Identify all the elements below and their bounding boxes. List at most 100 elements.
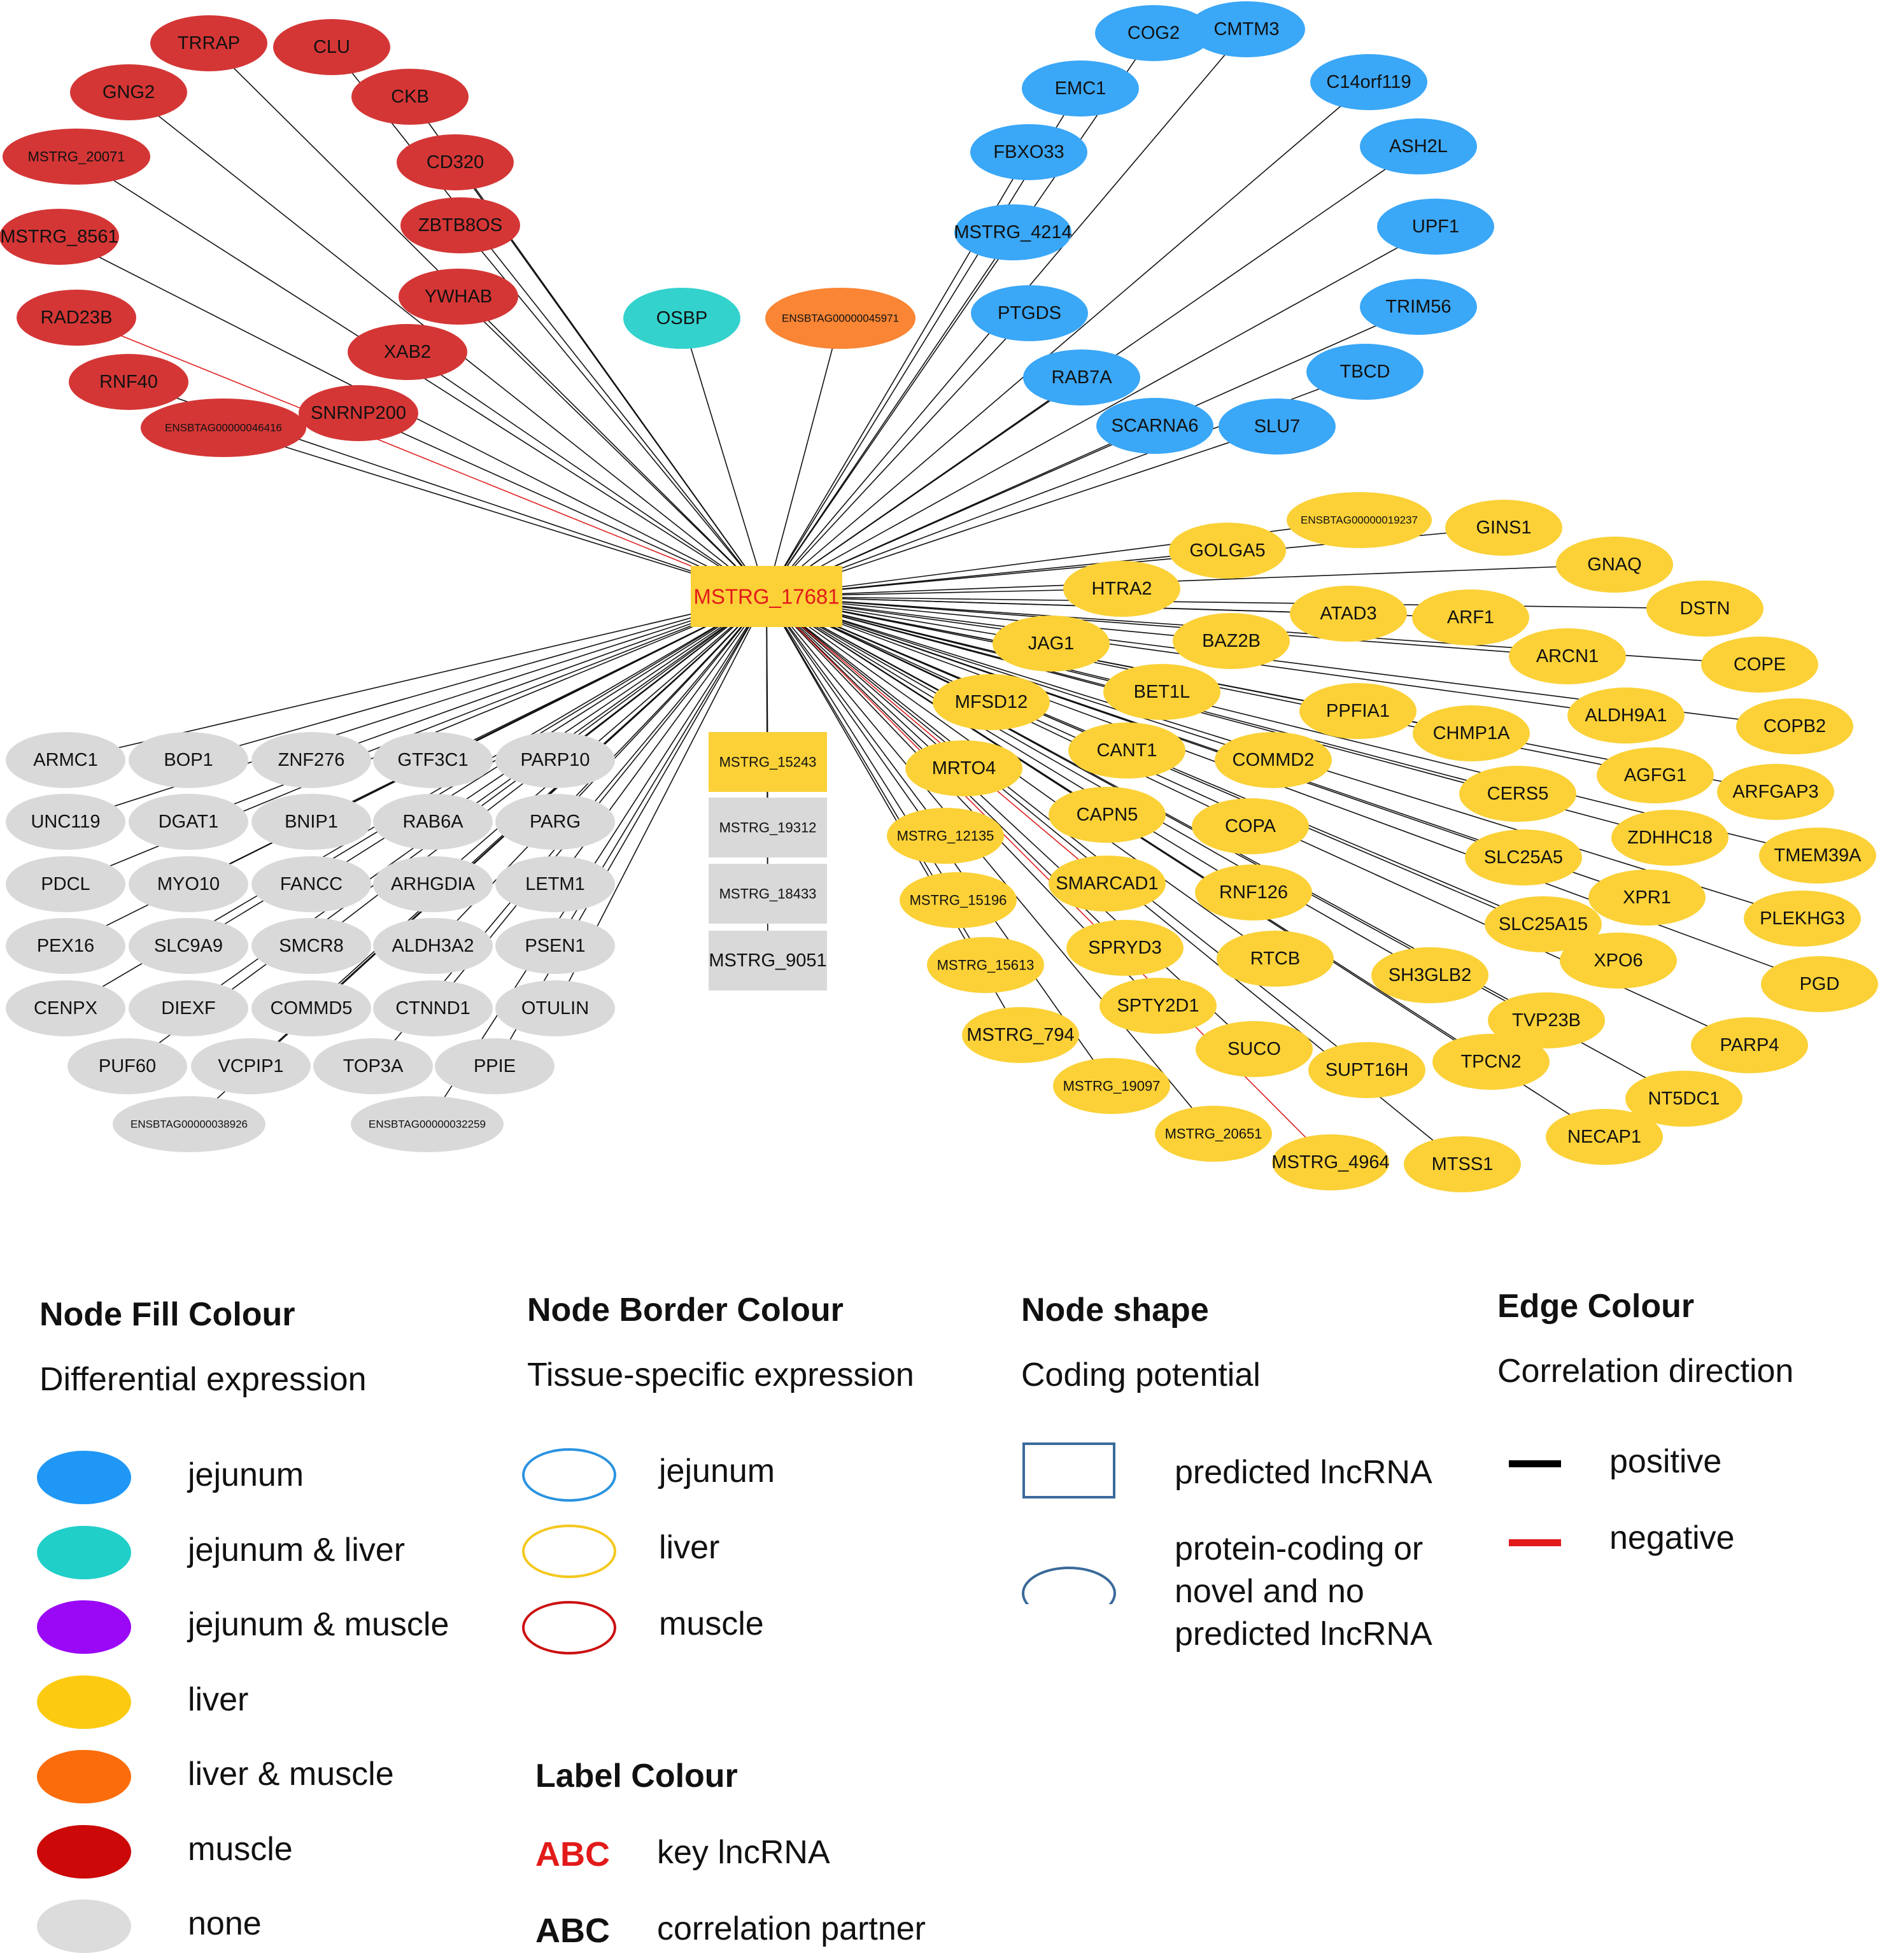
node-mstrg-9051[interactable]: MSTRG_9051 [709, 931, 827, 991]
node-bet1l[interactable]: BET1L [1103, 664, 1220, 720]
node-ensbtag00000038926[interactable]: ENSBTAG00000038926 [113, 1096, 265, 1152]
node-spryd3[interactable]: SPRYD3 [1066, 920, 1184, 976]
node-ppie[interactable]: PPIE [435, 1038, 555, 1094]
node-tbcd[interactable]: TBCD [1306, 344, 1424, 400]
node-bnip1[interactable]: BNIP1 [251, 794, 371, 850]
node-cd320[interactable]: CD320 [397, 134, 514, 190]
node-tvp23b[interactable]: TVP23B [1488, 992, 1605, 1048]
node-aldh9a1[interactable]: ALDH9A1 [1567, 687, 1685, 744]
node-mstrg-20071[interactable]: MSTRG_20071 [3, 129, 150, 185]
node-copb2[interactable]: COPB2 [1736, 698, 1853, 754]
node-scarna6[interactable]: SCARNA6 [1096, 398, 1213, 454]
node-zbtb8os[interactable]: ZBTB8OS [400, 197, 520, 253]
node-parp10[interactable]: PARP10 [495, 732, 615, 788]
node-mstrg-19097[interactable]: MSTRG_19097 [1053, 1058, 1170, 1114]
node-rnf40[interactable]: RNF40 [69, 354, 188, 410]
node-key-lncrna[interactable]: MSTRG_17681 [691, 566, 842, 627]
node-parp4[interactable]: PARP4 [1691, 1017, 1808, 1073]
node-ensbtag00000032259[interactable]: ENSBTAG00000032259 [351, 1096, 504, 1152]
node-clu[interactable]: CLU [273, 19, 390, 75]
node-ensbtag00000046416[interactable]: ENSBTAG00000046416 [141, 398, 306, 457]
node-cope[interactable]: COPE [1701, 637, 1818, 693]
node-trrap[interactable]: TRRAP [150, 15, 267, 71]
node-puf60[interactable]: PUF60 [67, 1038, 187, 1094]
node-slc9a9[interactable]: SLC9A9 [129, 918, 248, 974]
node-atad3[interactable]: ATAD3 [1290, 586, 1407, 642]
node-htra2[interactable]: HTRA2 [1063, 561, 1180, 617]
node-zdhhc18[interactable]: ZDHHC18 [1611, 810, 1728, 866]
node-upf1[interactable]: UPF1 [1377, 199, 1494, 255]
node-trim56[interactable]: TRIM56 [1360, 279, 1477, 335]
node-parg[interactable]: PARG [495, 794, 615, 850]
node-gnaq[interactable]: GNAQ [1556, 537, 1673, 593]
node-chmp1a[interactable]: CHMP1A [1413, 705, 1530, 761]
node-otulin[interactable]: OTULIN [495, 980, 615, 1036]
node-supt16h[interactable]: SUPT16H [1308, 1042, 1425, 1098]
node-rad23b[interactable]: RAD23B [17, 290, 136, 346]
node-suco[interactable]: SUCO [1196, 1021, 1313, 1077]
node-emc1[interactable]: EMC1 [1022, 60, 1139, 116]
node-xpo6[interactable]: XPO6 [1560, 933, 1677, 989]
node-spty2d1[interactable]: SPTY2D1 [1099, 978, 1217, 1034]
node-diexf[interactable]: DIEXF [129, 980, 248, 1036]
node-mstrg-4214[interactable]: MSTRG_4214 [954, 204, 1072, 260]
node-cmtm3[interactable]: CMTM3 [1188, 1, 1305, 57]
node-pgd[interactable]: PGD [1761, 956, 1878, 1012]
node-ywhab[interactable]: YWHAB [399, 269, 518, 325]
node-gtf3c1[interactable]: GTF3C1 [373, 732, 493, 788]
node-unc119[interactable]: UNC119 [6, 794, 125, 850]
node-baz2b[interactable]: BAZ2B [1173, 613, 1290, 669]
node-tpcn2[interactable]: TPCN2 [1432, 1034, 1550, 1090]
node-ensbtag00000045971[interactable]: ENSBTAG00000045971 [765, 288, 915, 349]
node-arhgdia[interactable]: ARHGDIA [373, 856, 493, 912]
node-sh3glb2[interactable]: SH3GLB2 [1371, 947, 1488, 1003]
node-znf276[interactable]: ZNF276 [251, 732, 371, 788]
node-arfgap3[interactable]: ARFGAP3 [1717, 764, 1834, 820]
node-dstn[interactable]: DSTN [1646, 581, 1763, 637]
node-top3a[interactable]: TOP3A [313, 1038, 433, 1094]
node-mfsd12[interactable]: MFSD12 [933, 674, 1050, 730]
node-cant1[interactable]: CANT1 [1068, 723, 1185, 779]
node-cers5[interactable]: CERS5 [1459, 766, 1576, 822]
node-aldh3a2[interactable]: ALDH3A2 [373, 918, 493, 974]
node-mrto4[interactable]: MRTO4 [905, 740, 1022, 796]
node-commd2[interactable]: COMMD2 [1215, 732, 1332, 788]
node-cog2[interactable]: COG2 [1095, 5, 1212, 61]
node-jag1[interactable]: JAG1 [993, 616, 1110, 672]
node-slc25a15[interactable]: SLC25A15 [1485, 896, 1602, 952]
node-mstrg-15243[interactable]: MSTRG_15243 [709, 732, 827, 792]
node-rtcb[interactable]: RTCB [1217, 931, 1334, 987]
node-ptgds[interactable]: PTGDS [971, 285, 1088, 341]
node-c14orf119[interactable]: C14orf119 [1310, 54, 1427, 110]
node-rnf126[interactable]: RNF126 [1195, 864, 1312, 920]
node-ctnnd1[interactable]: CTNND1 [373, 980, 493, 1036]
node-pex16[interactable]: PEX16 [6, 918, 125, 974]
node-golga5[interactable]: GOLGA5 [1169, 523, 1286, 579]
node-mstrg-15196[interactable]: MSTRG_15196 [900, 872, 1017, 928]
node-smcr8[interactable]: SMCR8 [251, 918, 371, 974]
node-gng2[interactable]: GNG2 [70, 64, 187, 120]
node-mtss1[interactable]: MTSS1 [1404, 1136, 1521, 1192]
node-commd5[interactable]: COMMD5 [251, 980, 371, 1036]
node-fbxo33[interactable]: FBXO33 [970, 124, 1087, 180]
node-agfg1[interactable]: AGFG1 [1597, 747, 1714, 803]
node-slc25a5[interactable]: SLC25A5 [1465, 829, 1582, 885]
node-dgat1[interactable]: DGAT1 [129, 794, 248, 850]
node-cenpx[interactable]: CENPX [6, 980, 125, 1036]
node-ppfia1[interactable]: PPFIA1 [1299, 683, 1417, 739]
node-ash2l[interactable]: ASH2L [1360, 118, 1477, 174]
node-bop1[interactable]: BOP1 [129, 732, 248, 788]
node-rab6a[interactable]: RAB6A [373, 794, 493, 850]
node-xpr1[interactable]: XPR1 [1588, 870, 1706, 926]
node-psen1[interactable]: PSEN1 [495, 918, 615, 974]
node-necap1[interactable]: NECAP1 [1546, 1109, 1663, 1165]
node-smarcad1[interactable]: SMARCAD1 [1049, 856, 1166, 912]
node-mstrg-4964[interactable]: MSTRG_4964 [1271, 1134, 1390, 1190]
node-mstrg-18433[interactable]: MSTRG_18433 [709, 864, 827, 924]
node-mstrg-15613[interactable]: MSTRG_15613 [927, 937, 1044, 993]
node-mstrg-8561[interactable]: MSTRG_8561 [0, 209, 119, 265]
node-letm1[interactable]: LETM1 [495, 856, 615, 912]
node-fancc[interactable]: FANCC [251, 856, 371, 912]
node-arcn1[interactable]: ARCN1 [1509, 628, 1626, 684]
node-mstrg-19312[interactable]: MSTRG_19312 [709, 798, 827, 857]
